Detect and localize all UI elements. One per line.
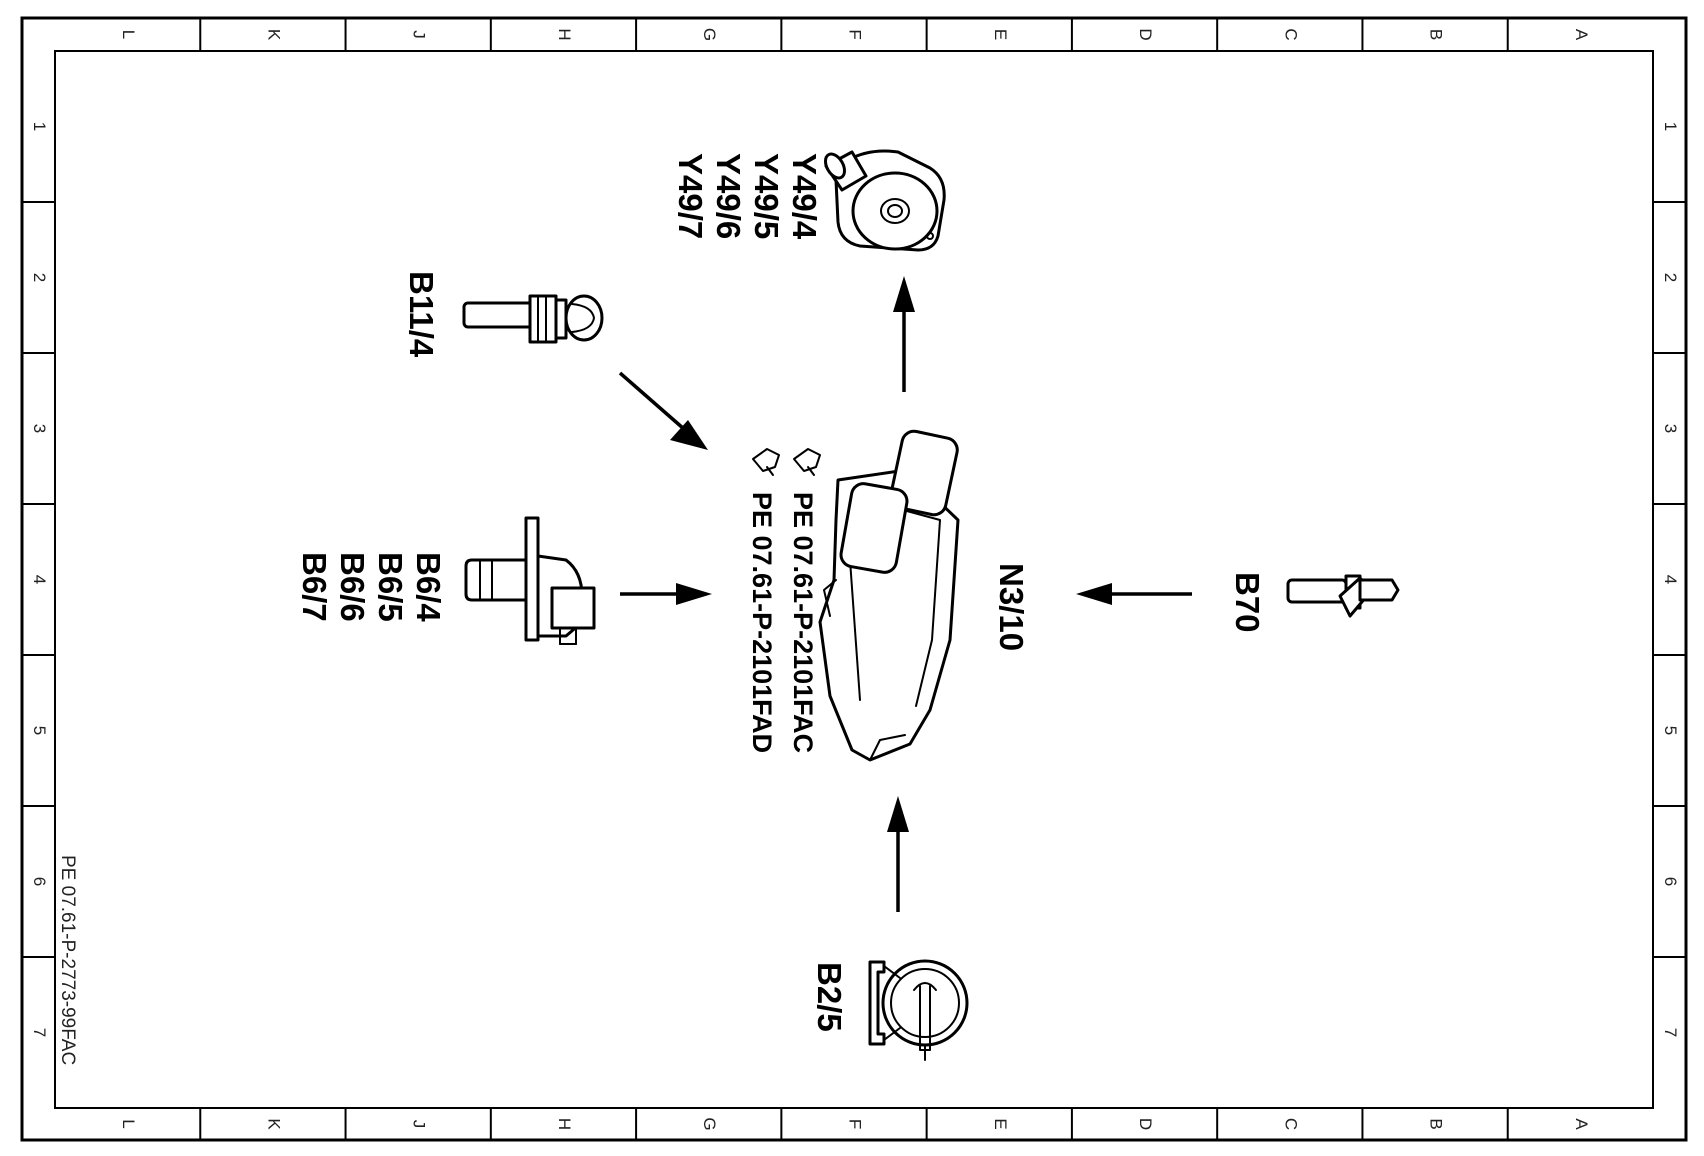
arrow-b2-5-to-ecu [887, 796, 909, 912]
zone-row-label: 7 [30, 1028, 49, 1037]
zone-row-label: 6 [30, 877, 49, 886]
zone-column-label: A [1572, 29, 1591, 41]
pointing-hand-icon [793, 448, 821, 476]
b6-label-group: B6/4 B6/5 B6/6 B6/7 [296, 552, 447, 622]
y49-solenoid-icon [824, 149, 946, 252]
zone-column-label: G [700, 28, 719, 41]
zone-column-label: H [555, 1118, 574, 1130]
reference-1: PE 07.61-P-2101FAD [747, 492, 777, 753]
zone-row-label: 6 [1661, 877, 1680, 886]
zone-column-label: C [1281, 28, 1300, 40]
zone-column-label: E [991, 1118, 1010, 1129]
zone-column-label: J [410, 1120, 429, 1129]
zone-row-label: 2 [1661, 273, 1680, 282]
zone-column-label: K [264, 29, 283, 41]
b11-4-label: B11/4 [403, 271, 440, 358]
b6-label-1: B6/5 [372, 552, 409, 622]
b2-5-sensor-icon [868, 959, 969, 1061]
reference-0: PE 07.61-P-2101FAC [788, 492, 818, 753]
reference-block: PE 07.61-P-2101FAC PE 07.61-P-2101FAD [747, 448, 821, 753]
arrow-b6-to-ecu [620, 583, 712, 605]
zone-row-label: 2 [30, 273, 49, 282]
zone-row-label: 1 [30, 122, 49, 131]
inner-frame [54, 50, 1654, 1109]
zone-row-label: 7 [1661, 1028, 1680, 1037]
zone-row-label: 4 [1661, 575, 1680, 584]
zone-labels: L L K K J J H H G G F F E E D D C C B B A A 1 1 2 2 3 3 4 4 5 5 6 6 7 7 [30, 28, 1680, 1131]
zone-row-label: 3 [30, 424, 49, 433]
b11-4-sensor-icon [462, 294, 604, 344]
zone-row-label: 5 [1661, 726, 1680, 735]
b6-label-3: B6/7 [296, 552, 333, 622]
zone-ticks [22, 18, 1686, 1140]
zone-column-label: L [119, 30, 138, 39]
b6-sensor-icon [464, 516, 596, 645]
zone-column-label: E [991, 29, 1010, 40]
zone-column-label: B [1427, 1118, 1446, 1129]
zone-column-label: L [119, 1119, 138, 1128]
zone-column-label: F [846, 1119, 865, 1129]
b2-5-label: B2/5 [811, 962, 848, 1032]
zone-column-label: F [846, 29, 865, 39]
y49-label-group: Y49/4 Y49/5 Y49/6 Y49/7 [672, 153, 823, 240]
y49-label-2: Y49/6 [710, 153, 747, 239]
y49-label-0: Y49/4 [786, 153, 823, 240]
zone-column-label: A [1572, 1118, 1591, 1130]
arrow-b11-to-ecu [618, 371, 708, 450]
zone-column-label: D [1136, 28, 1155, 40]
b6-label-0: B6/4 [410, 552, 447, 622]
y49-label-3: Y49/7 [672, 153, 709, 239]
zone-row-label: 3 [1661, 424, 1680, 433]
y49-label-1: Y49/5 [748, 153, 785, 239]
arrow-b70-to-ecu [1076, 583, 1192, 605]
pointing-hand-icon [752, 448, 780, 476]
document-id: PE 07.61-P-2773-99FAC [57, 855, 78, 1065]
b70-label: B70 [1229, 572, 1266, 633]
n3-10-label: N3/10 [993, 563, 1030, 651]
zone-column-label: H [555, 28, 574, 40]
outer-frame [20, 16, 1688, 1142]
b6-label-2: B6/6 [334, 552, 371, 622]
zone-row-label: 5 [30, 726, 49, 735]
zone-column-label: K [264, 1118, 283, 1130]
arrow-up-to-y49 [893, 276, 915, 392]
n3-10-control-unit-icon [818, 429, 960, 762]
zone-column-label: J [410, 30, 429, 39]
zone-column-label: C [1281, 1118, 1300, 1130]
zone-column-label: B [1427, 29, 1446, 40]
zone-row-label: 4 [30, 575, 49, 584]
zone-column-label: G [700, 1117, 719, 1130]
zone-column-label: D [1136, 1118, 1155, 1130]
b70-sensor-icon [1286, 574, 1400, 618]
zone-row-label: 1 [1661, 122, 1680, 131]
